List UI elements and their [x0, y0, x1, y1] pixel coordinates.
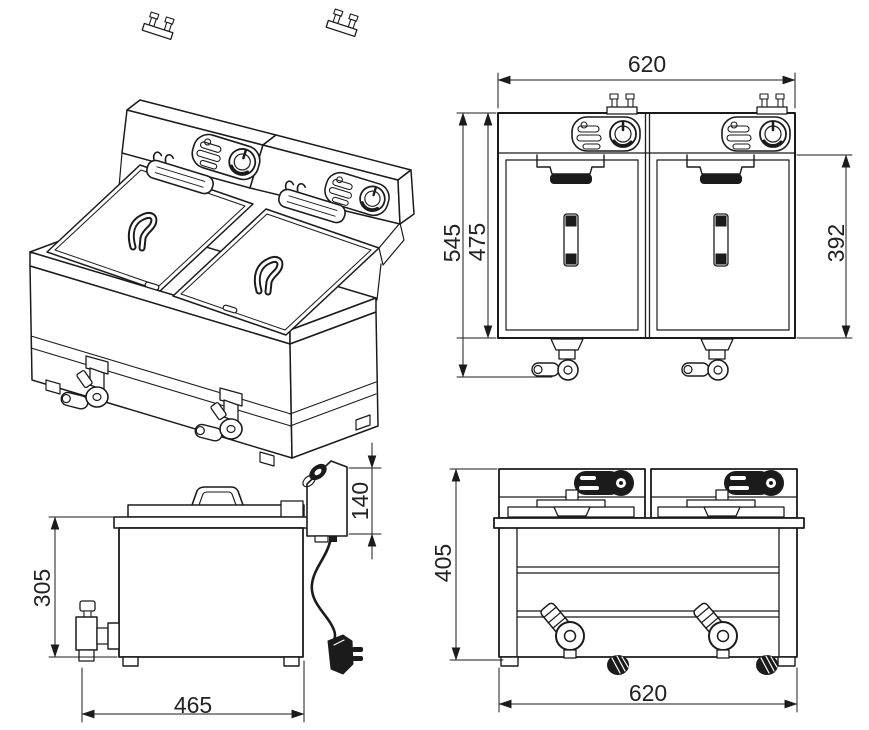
iso-basket-handle-right: [278, 180, 346, 224]
dim-rear-width: 620: [498, 667, 798, 713]
dim-front-width-label: 620: [628, 51, 666, 77]
rear-knob-right: [723, 469, 785, 497]
dim-rear-height: 405: [430, 468, 504, 661]
dim-front-total-height: 545: [439, 112, 553, 378]
dim-front-total-height-label: 545: [439, 224, 465, 262]
side-power-cable: [310, 540, 363, 675]
front-knob-right: [720, 115, 792, 153]
iso-lid-handle-right: [253, 255, 284, 296]
rear-tap-right: [691, 600, 738, 659]
front-lid-slot-right: [713, 213, 729, 267]
rear-foot-left: [606, 654, 630, 676]
rear-lid-right: [657, 489, 785, 518]
side-body: [113, 500, 311, 667]
dim-side-panel-height: 140: [347, 442, 382, 560]
iso-pins-left: [141, 10, 178, 41]
rear-tap-left: [538, 600, 585, 659]
front-basket-handle-right: [686, 154, 755, 184]
front-tap-left: [531, 338, 584, 381]
rear-knob-left: [573, 469, 635, 497]
dim-front-tank-height: 392: [796, 154, 853, 339]
front-view: 620 545 475 392: [439, 51, 853, 381]
iso-pins-right: [325, 7, 362, 38]
side-control-panel: [302, 460, 348, 543]
dim-front-body-height-label: 475: [464, 223, 490, 261]
dim-side-height-label: 305: [29, 569, 55, 607]
front-pins-left: [606, 93, 638, 115]
rear-counter: [493, 517, 805, 529]
front-tap-right: [681, 338, 734, 381]
dim-front-body-height: 475: [456, 112, 497, 339]
side-lid-handle: [191, 486, 244, 506]
side-view: 305 465 140: [29, 442, 382, 723]
dim-side-depth-label: 465: [174, 692, 212, 718]
iso-lip-latches: [144, 281, 238, 314]
dim-side-depth: 465: [81, 660, 305, 723]
isometric-view: [29, 7, 415, 467]
front-pins-right: [756, 93, 788, 115]
dim-side-height: 305: [29, 516, 118, 658]
iso-feet: [45, 379, 371, 467]
side-drain-tap: [75, 600, 120, 662]
dim-rear-height-label: 405: [430, 544, 456, 582]
rear-lid-left: [507, 489, 635, 518]
dim-rear-width-label: 620: [629, 680, 667, 706]
rear-foot-right: [755, 654, 779, 676]
front-basket-handle-left: [536, 154, 605, 184]
front-knob-left: [570, 115, 642, 153]
rear-cabinet: [498, 527, 798, 667]
iso-lid-handle-left: [127, 211, 158, 252]
dim-side-panel-height-label: 140: [347, 482, 373, 520]
dim-front-tank-height-label: 392: [823, 224, 849, 262]
rear-view: 405 620: [430, 468, 805, 713]
iso-basket-handle-left: [146, 151, 214, 195]
front-lid-slot-left: [563, 213, 579, 267]
dim-front-width: 620: [497, 51, 796, 109]
